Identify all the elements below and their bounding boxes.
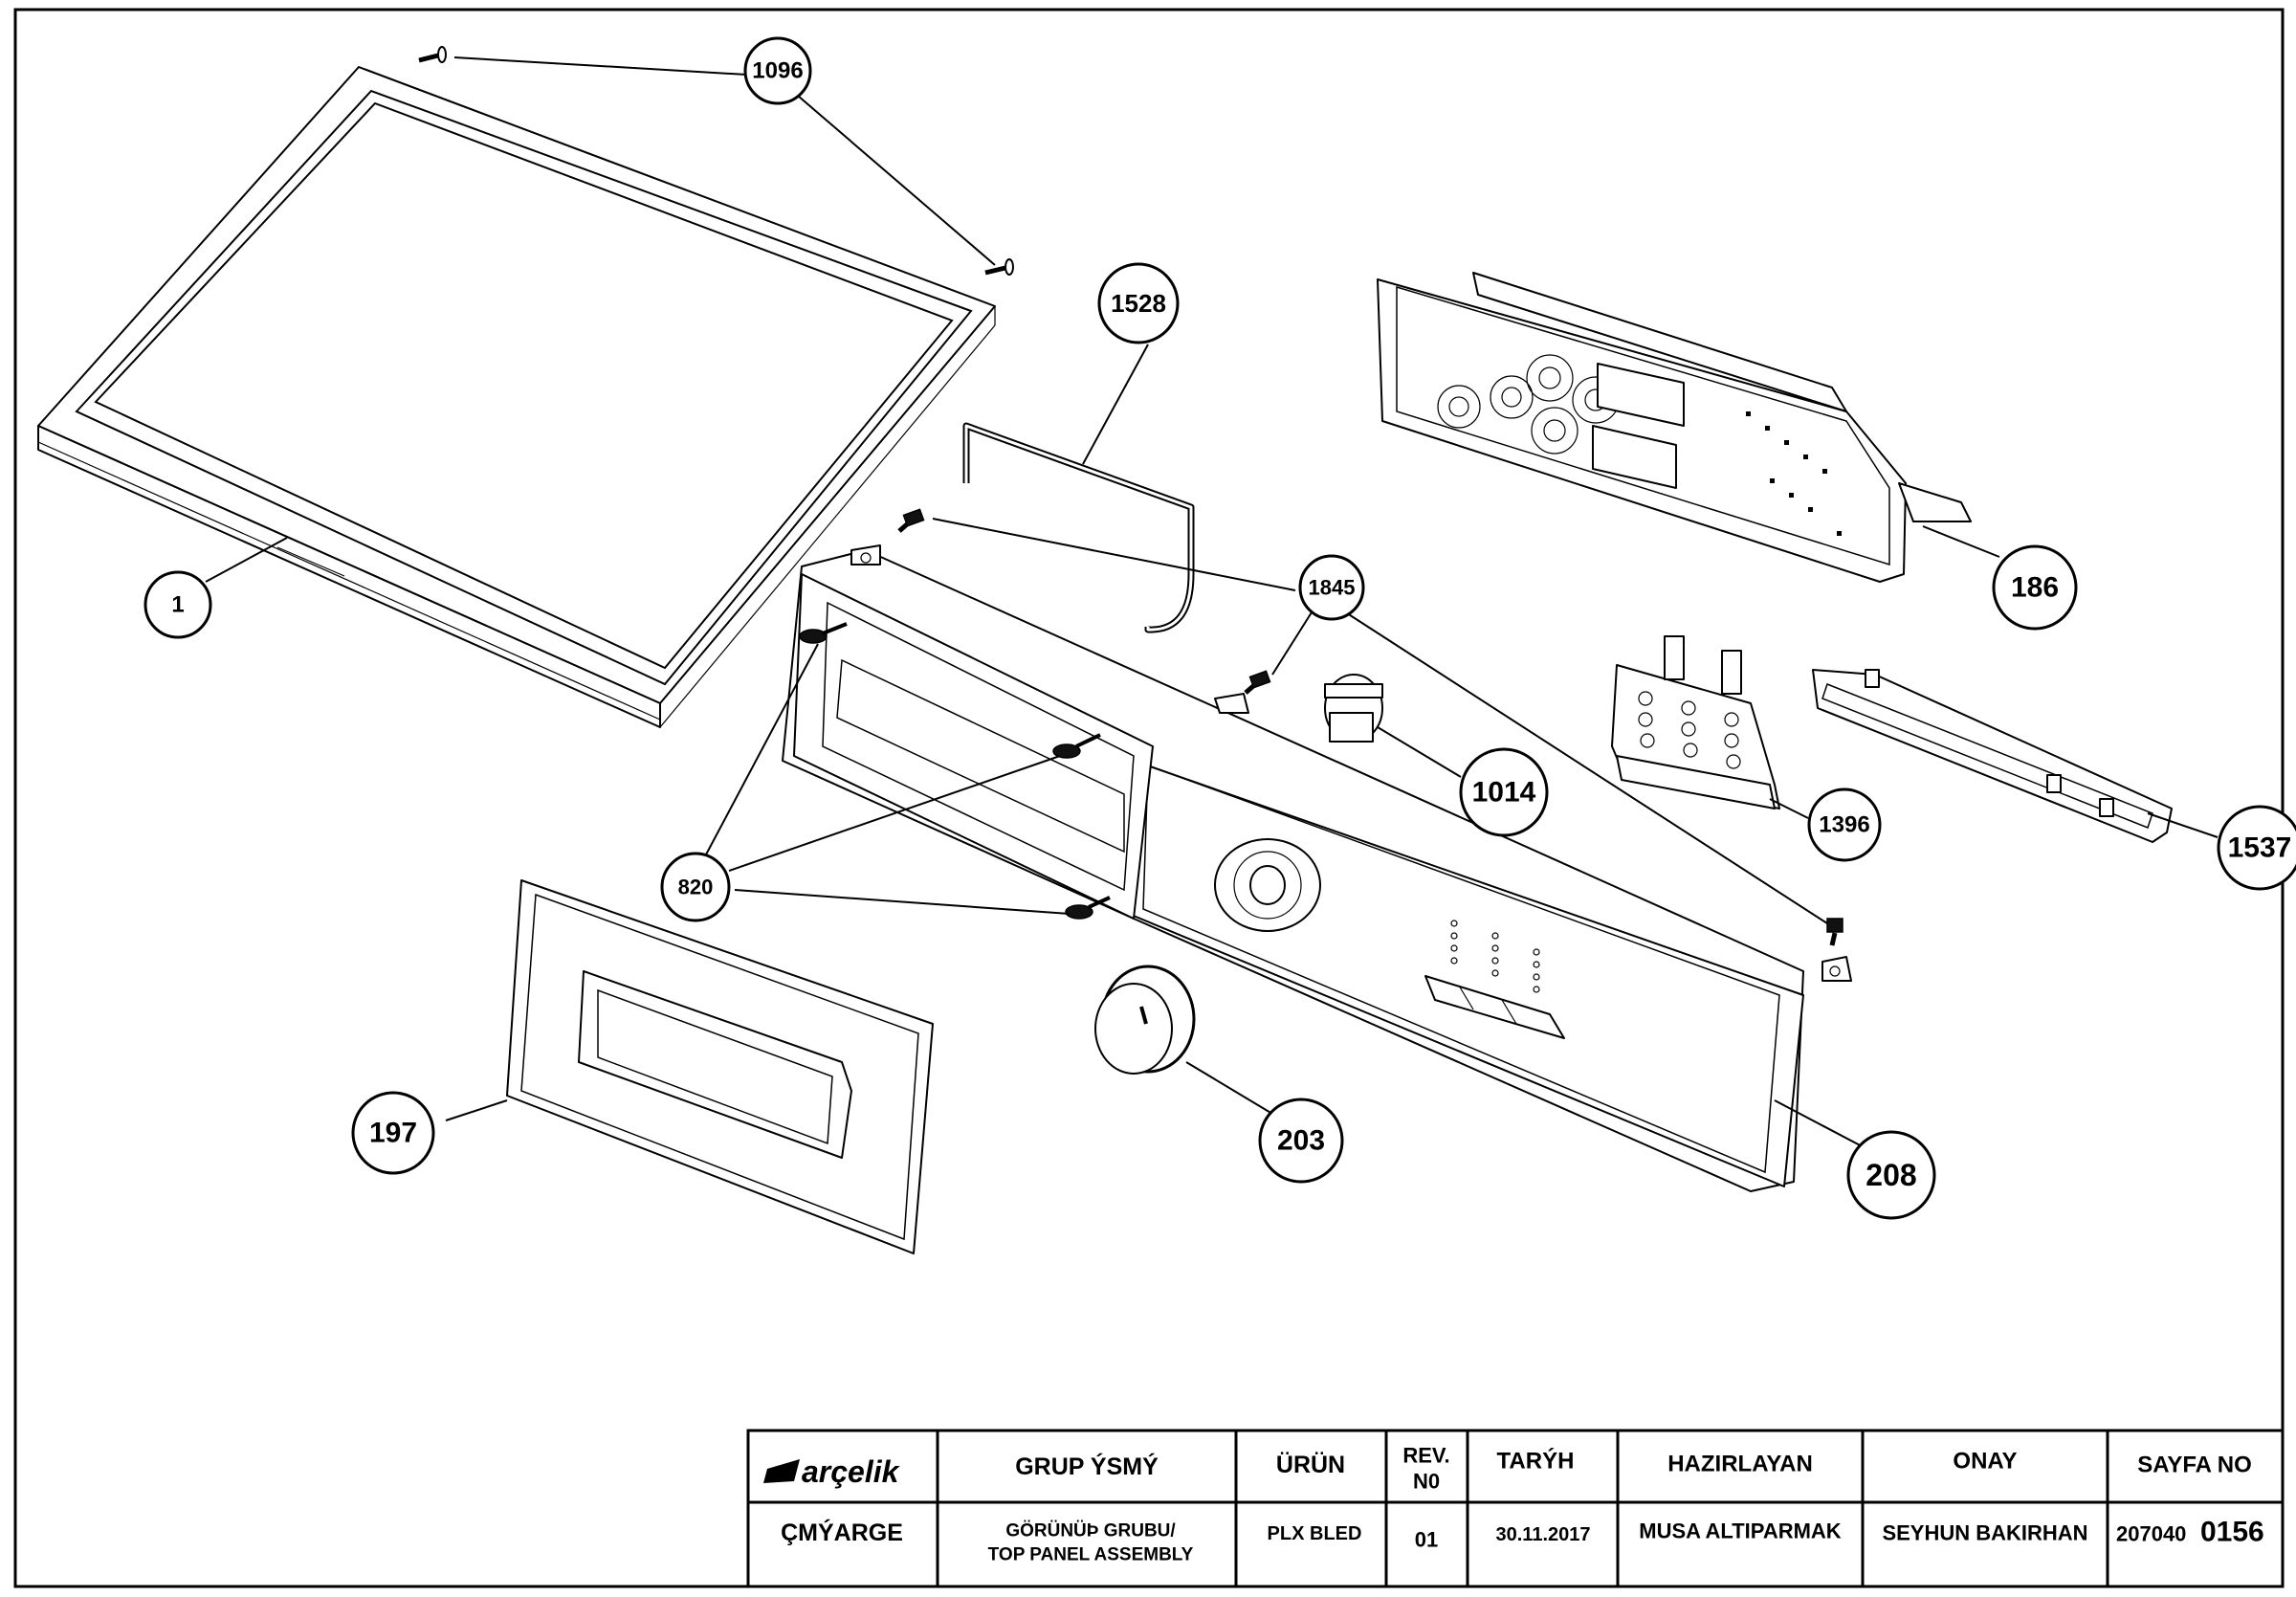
group-name-line1: GÖRÜNÜÞ GRUBU/ [1005,1521,1176,1542]
part-wire-1528 [962,422,1195,633]
title-block: arçelik GRUP ÝSMÝ ÜRÜN REV. N0 TARÝH HAZ… [746,1429,2285,1588]
svg-text:820: 820 [678,876,714,899]
svg-text:1537: 1537 [2228,832,2292,864]
group-name-line2: TOP PANEL ASSEMBLY [988,1545,1194,1565]
date-value: 30.11.2017 [1496,1524,1591,1545]
page-no-label: SAYFA NO [2137,1453,2252,1478]
part-screw-1845-b [1244,670,1271,695]
callout-186: 186 [1992,544,2078,631]
approval-label: ONAY [1953,1449,2017,1475]
part-control-panel-208 [782,544,1852,1192]
callout-820: 820 [660,852,731,922]
part-switch-1396 [1611,635,1780,810]
svg-text:208: 208 [1866,1158,1916,1192]
part-selector-shaft-1014 [1324,674,1383,743]
callout-1014: 1014 [1459,747,1549,837]
svg-text:1845: 1845 [1309,576,1356,600]
callout-1396: 1396 [1807,787,1882,862]
part-pcb-186 [1377,272,1972,583]
callout-1845: 1845 [1298,554,1365,621]
prepared-by-value: MUSA ALTIPARMAK [1639,1519,1842,1543]
rev-value: 01 [1415,1528,1438,1552]
part-screw-1096-a [418,46,447,63]
prepared-by-label: HAZIRLAYAN [1667,1452,1813,1477]
svg-text:1396: 1396 [1819,812,1869,838]
part-screw-1096-b [984,258,1014,276]
svg-text:186: 186 [2011,572,2059,604]
approved-by-value: SEYHUN BAKIRHAN [1882,1521,2087,1545]
part-drawer-handle-197 [506,879,934,1254]
svg-text:1014: 1014 [1472,777,1536,809]
part-knob-203 [1094,965,1196,1075]
callout-1537: 1537 [2217,805,2296,891]
callout-1528: 1528 [1097,262,1180,344]
page-no-prefix: 207040 [2116,1522,2186,1546]
part-screw-1845-a [897,508,925,533]
department: ÇMÝARGE [781,1518,903,1546]
leader-lines [205,56,2219,1149]
svg-text:arçelik: arçelik [802,1454,901,1489]
page-no-suffix: 0156 [2200,1517,2264,1548]
callout-1096: 1096 [743,36,812,105]
product-value: PLX BLED [1268,1523,1362,1544]
part-clip-820-c [1065,896,1111,920]
group-name-label: GRUP ÝSMÝ [1015,1452,1159,1480]
part-clip-820-b [1052,733,1101,759]
part-light-guide-1537 [1812,669,2173,843]
svg-text:197: 197 [369,1118,417,1149]
arcelik-logo: arçelik [763,1454,901,1489]
callout-208: 208 [1846,1130,1936,1220]
svg-text:1096: 1096 [752,58,803,84]
svg-text:1: 1 [171,592,184,618]
rev-label-line1: REV. [1402,1444,1449,1468]
callout-203: 203 [1258,1098,1344,1184]
part-screw-1845-c [1826,918,1843,946]
svg-text:1528: 1528 [1111,289,1166,318]
callout-197: 197 [351,1091,435,1175]
callout-1: 1 [144,570,212,639]
date-label: TARÝH [1497,1448,1575,1475]
rev-label-line2: N0 [1413,1470,1440,1494]
part-top-lid [37,66,996,728]
product-label: ÜRÜN [1276,1451,1345,1478]
svg-text:203: 203 [1277,1125,1325,1157]
part-clip-820-a [799,622,848,644]
